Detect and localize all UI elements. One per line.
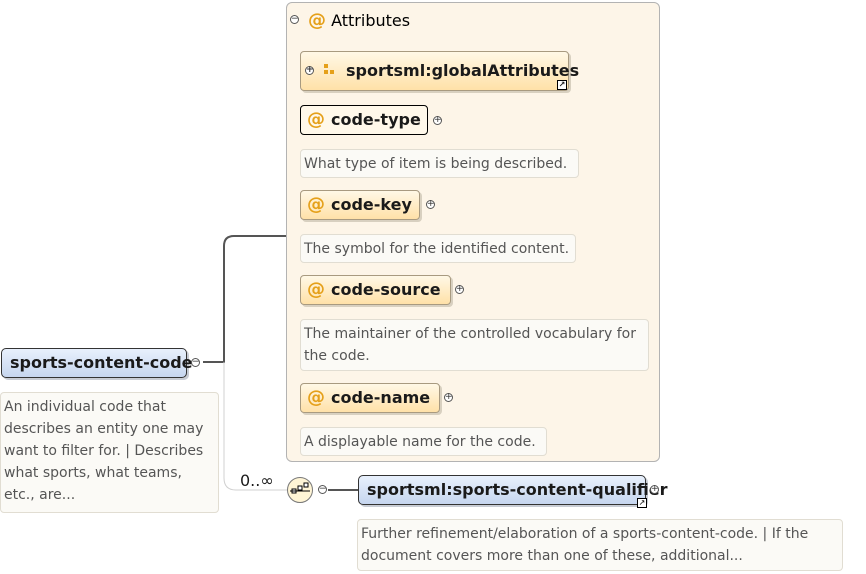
attribute-label: code-type <box>331 110 421 129</box>
child-element-sports-content-qualifier[interactable]: sportsml:sports-content-qualifier <box>358 475 668 505</box>
child-element-description: Further refinement/elaboration of a spor… <box>357 519 843 571</box>
sequence-glyph <box>290 482 310 494</box>
at-icon: @ <box>308 10 326 31</box>
multiplicity-label: 0..∞ <box>240 471 274 490</box>
at-icon: @ <box>307 279 325 300</box>
collapse-icon[interactable]: − <box>290 14 299 24</box>
expand-icon[interactable]: + <box>650 484 659 494</box>
at-icon: @ <box>307 387 325 408</box>
global-attributes-label: sportsml:globalAttributes <box>346 61 580 80</box>
external-link-icon[interactable]: ↗ <box>637 498 647 508</box>
root-to-sequence-connector <box>223 362 287 491</box>
attribute-label: code-key <box>331 195 412 214</box>
expand-icon[interactable]: + <box>433 115 442 125</box>
collapse-icon[interactable]: − <box>318 484 327 494</box>
attribute-description: The maintainer of the controlled vocabul… <box>300 319 649 371</box>
root-to-attributes-connector <box>203 235 286 363</box>
external-link-icon[interactable]: ↗ <box>557 80 567 90</box>
attribute-label: code-source <box>331 280 441 299</box>
attribute-code-key[interactable]: @ code-key <box>300 190 420 220</box>
child-element-label: sportsml:sports-content-qualifier <box>367 480 668 499</box>
attributes-title: Attributes <box>331 11 411 30</box>
expand-icon[interactable]: + <box>426 199 435 209</box>
attribute-code-source[interactable]: @ code-source <box>300 275 451 305</box>
root-element-sports-content-code[interactable]: sports-content-code <box>1 348 193 378</box>
attribute-code-name[interactable]: @ code-name <box>300 383 440 413</box>
expand-icon[interactable]: + <box>305 65 314 75</box>
at-icon: @ <box>307 194 325 215</box>
attribute-label: code-name <box>331 388 431 407</box>
attributes-header: @ Attributes <box>308 10 410 31</box>
attribute-description: What type of item is being described. <box>300 149 579 178</box>
attribute-description: The symbol for the identified content. <box>300 234 576 263</box>
attribute-group-icon <box>324 64 334 74</box>
root-element-description: An individual code that describes an ent… <box>0 392 219 513</box>
collapse-icon[interactable]: − <box>191 357 200 367</box>
global-attributes-ref[interactable]: + sportsml:globalAttributes ↗ <box>300 51 579 91</box>
at-icon: @ <box>307 109 325 130</box>
expand-icon[interactable]: + <box>455 284 464 294</box>
sequence-icon[interactable] <box>287 477 313 503</box>
attribute-description: A displayable name for the code. <box>300 427 547 456</box>
root-element-label: sports-content-code <box>10 353 193 372</box>
expand-icon[interactable]: + <box>444 392 453 402</box>
attribute-code-type[interactable]: @ code-type <box>300 105 428 135</box>
